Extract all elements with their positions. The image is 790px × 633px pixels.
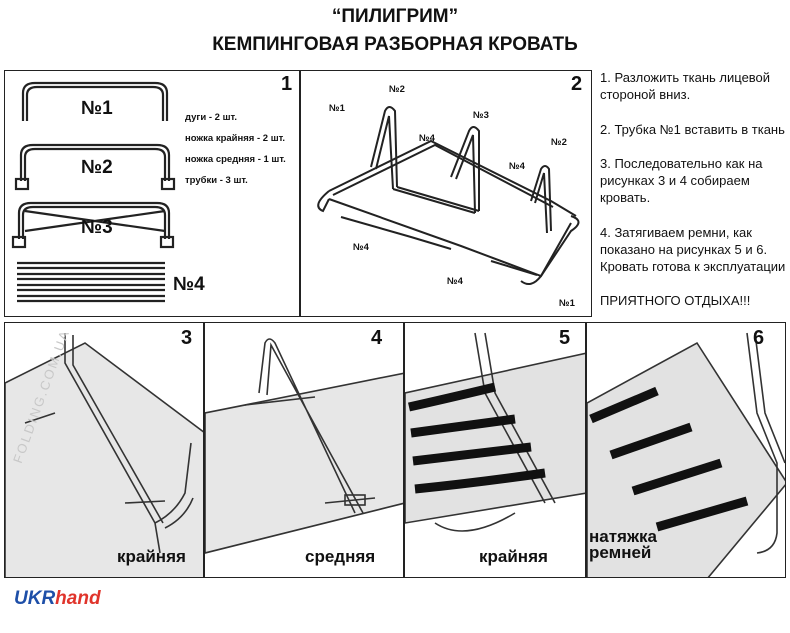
part-2-label: №2 [81,157,113,178]
frame-label: №4 [447,276,463,287]
instruction-3: 3. Последовательно как на рисунках 3 и 4… [600,156,763,205]
frame-label: №2 [551,137,567,148]
parts-list-item: ножка крайняя - 2 шт. [185,133,286,144]
step-4-caption: средняя [305,547,376,566]
instruction-2: 2. Трубка №1 вставить в ткань [600,122,785,137]
watermark-brand-b: hand [55,588,101,609]
panel-1-number: 1 [281,73,293,95]
title-line-1: “ПИЛИГРИМ” [331,6,459,27]
frame-label: №4 [353,242,369,253]
step-3-caption: крайняя [117,547,186,566]
frame-label: №4 [419,133,435,144]
parts-list-item: трубки - 3 шт. [185,175,248,186]
frame-label: №3 [473,110,489,121]
step-6-drawing [587,332,785,577]
parts-list-item: дуги - 2 шт. [185,112,237,123]
step-5-drawing [405,332,585,532]
panel-6-step: 6 натяжка ремней [586,322,786,578]
step-6-caption: натяжка ремней [589,527,657,562]
instruction-4: 4. Затягиваем ремни, как показано на рис… [600,225,786,274]
step-3-drawing [5,333,203,577]
frame-label: №1 [329,103,345,114]
instruction-1: 1. Разложить ткань лицевой стороной вниз… [600,70,771,102]
parts-list-item: ножка средняя - 1 шт. [185,154,286,165]
assembled-frame-drawing [317,106,580,286]
panel-2-assembled: 2 №1 №2 №4 №3 №4 №2 №4 №4 №1 [300,70,592,317]
part-4-label: №4 [173,274,205,295]
frame-label: №4 [509,161,525,172]
step-4-drawing [205,338,403,554]
instruction-5: ПРИЯТНОГО ОТДЫХА!!! [600,293,751,308]
step-4-number: 4 [371,327,383,349]
step-5-number: 5 [559,327,571,349]
step-3-number: 3 [181,327,193,349]
frame-label: №2 [389,84,405,95]
step-5-caption: крайняя [479,547,548,566]
part-3-label: №3 [81,217,113,238]
title-line-2: КЕМПИНГОВАЯ РАЗБОРНАЯ КРОВАТЬ [212,34,578,55]
panel-1-parts: 1 №1 №2 №3 №4 дуги - 2 шт. ножка крайняя… [4,70,300,317]
panel-5-step: 5 крайняя [404,322,586,578]
parts-drawing [11,81,176,303]
part-1-label: №1 [81,98,113,119]
watermark-brand-a: UKR [14,588,56,609]
step-6-number: 6 [753,327,765,349]
panel-4-step: 4 средняя [204,322,404,578]
watermark-logo: UKRhand [14,588,101,610]
panel-2-number: 2 [571,73,583,95]
frame-label: №1 [559,298,575,309]
panel-3-step: 3 крайняя [4,322,204,578]
